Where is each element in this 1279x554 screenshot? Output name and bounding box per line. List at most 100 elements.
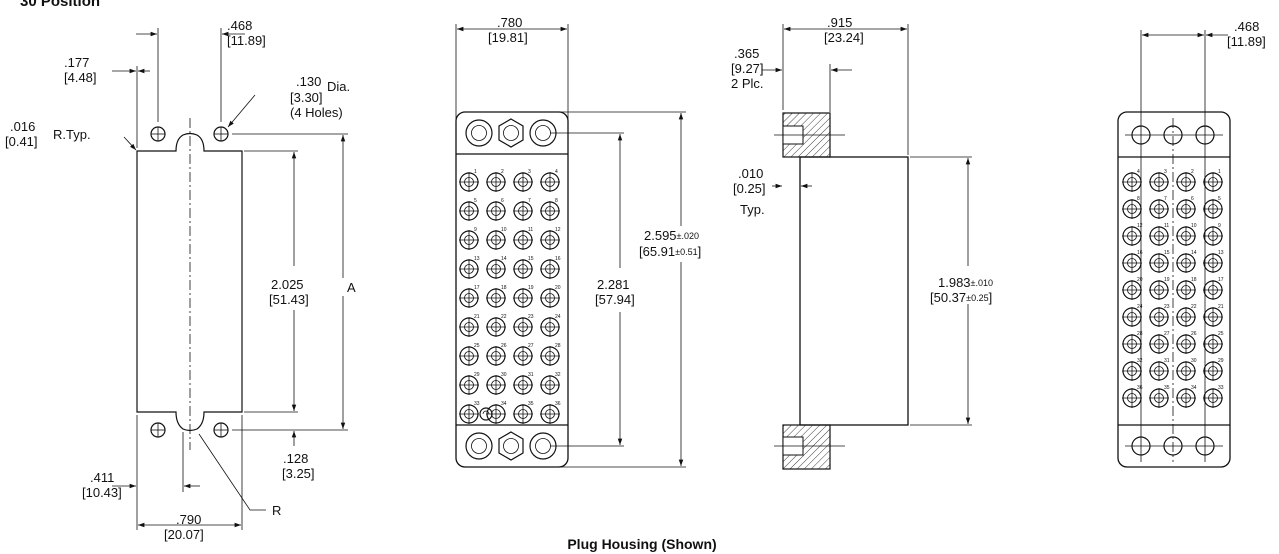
pin-number-label: 10 <box>1191 223 1197 229</box>
dim-177-mm: [4.48] <box>64 70 97 85</box>
dim-2025: 2.025 <box>271 277 304 292</box>
pin-number-label: 34 <box>501 401 507 407</box>
dim-365-mm: [9.27] <box>731 61 764 76</box>
rear-hole <box>1131 436 1151 456</box>
contact-pin: 5 <box>459 198 479 221</box>
pin-number-label: 16 <box>1137 250 1143 256</box>
pin-number-label: 9 <box>1218 223 1221 229</box>
contact-pin: 30 <box>486 372 507 395</box>
contact-pin: 24 <box>1122 304 1143 327</box>
dim-typ: Typ. <box>740 202 765 217</box>
side-body <box>799 156 909 426</box>
contact-pin: 28 <box>1122 331 1143 354</box>
pin-number-label: 25 <box>1218 331 1224 337</box>
contact-pin: 3 <box>513 169 533 192</box>
rear-dim-468: .468 <box>1234 19 1259 34</box>
dim-a: A <box>347 280 356 295</box>
pin-number-label: 31 <box>528 372 534 378</box>
contact-pin: 8 <box>540 198 560 221</box>
contact-pin: 7 <box>1149 196 1169 219</box>
housing-body <box>455 111 569 468</box>
pin-number-label: 4 <box>1137 169 1140 175</box>
pin-number-label: 24 <box>1137 304 1143 310</box>
svg-text:2.595±.020: 2.595±.020 <box>644 228 699 243</box>
contact-pin: 12 <box>540 227 561 250</box>
pin-number-label: 21 <box>474 314 480 320</box>
contact-pin: 36 <box>1122 385 1143 408</box>
pin-number-label: 28 <box>555 343 561 349</box>
contact-pin: 8 <box>1122 196 1142 219</box>
dim-rtyp: R.Typ. <box>53 127 91 142</box>
guide-hole <box>465 432 493 460</box>
contact-pin: 13 <box>1203 250 1224 273</box>
pin-number-label: 3 <box>528 169 531 175</box>
pin-number-label: 1 <box>1218 169 1221 175</box>
dim-010-mm: [0.25] <box>733 181 766 196</box>
dim-130-mm: [3.30] <box>290 90 323 105</box>
contact-pin: 11 <box>513 227 533 250</box>
pin-number-label: 30 <box>1191 358 1197 364</box>
dim-411: .411 <box>90 470 114 485</box>
contact-pin: 25 <box>1203 331 1224 354</box>
dim-780: .780 <box>497 15 522 30</box>
contact-pin: 26 <box>1176 331 1197 354</box>
cutout-outline <box>136 132 243 432</box>
contact-pin: 9 <box>1203 223 1223 246</box>
pin-number-label: 14 <box>501 256 507 262</box>
pin-number-label: 6 <box>1191 196 1194 202</box>
pin-number-label: 7 <box>528 198 531 204</box>
contact-pin: 28 <box>540 343 561 366</box>
contact-pin: 9 <box>459 227 479 250</box>
pin-number-label: 14 <box>1191 250 1197 256</box>
pin-number-label: 6 <box>501 198 504 204</box>
dim-016: .016 <box>10 119 35 134</box>
pin-number-label: 1 <box>474 169 477 175</box>
pin-number-label: 2 <box>1191 169 1194 175</box>
dim-010: .010 <box>738 166 763 181</box>
contact-pin: 12 <box>1122 223 1143 246</box>
pin-number-label: 20 <box>555 285 561 291</box>
dim-holes: (4 Holes) <box>290 105 343 120</box>
hex-nut <box>498 431 524 461</box>
pin-number-label: 5 <box>474 198 477 204</box>
pin-number-label: 35 <box>528 401 534 407</box>
pin-number-label: 18 <box>501 285 507 291</box>
dim-dia: Dia. <box>327 79 350 94</box>
dim-790-mm: [20.07] <box>164 527 204 542</box>
contact-pin: 22 <box>486 314 507 337</box>
contact-pin: 14 <box>486 256 507 279</box>
dim-2281-mm: [57.94] <box>595 292 635 307</box>
contact-pin: 31 <box>513 372 534 395</box>
dim-1983: 1.983 <box>938 275 971 290</box>
dim-2281: 2.281 <box>597 277 630 292</box>
panel-cutout-view: .468 [11.89] .177 [4.48] .130 Dia. [3.30… <box>5 18 356 542</box>
dim-365: .365 <box>734 46 759 61</box>
dim-2595: 2.595 <box>644 228 677 243</box>
contact-pin: 21 <box>459 314 480 337</box>
hex-nut <box>498 118 524 148</box>
pin-number-label: 4 <box>555 169 558 175</box>
contact-pin: 30 <box>1176 358 1197 381</box>
caption: Plug Housing (Shown) <box>567 536 716 552</box>
rear-hole <box>1163 125 1183 145</box>
dim-1983-tol: ±.010 <box>971 278 993 288</box>
contact-pin: 35 <box>1149 385 1170 408</box>
contact-pin: 15 <box>513 256 534 279</box>
dim-468: .468 <box>227 18 252 33</box>
pin-number-label: 15 <box>528 256 534 262</box>
pin-number-label: 25 <box>474 343 480 349</box>
contact-pin: 19 <box>513 285 534 308</box>
contact-pin: 21 <box>1203 304 1224 327</box>
pin-number-label: 24 <box>555 314 561 320</box>
pin-number-label: 12 <box>1137 223 1143 229</box>
dim-1983-mm: [50.37 <box>930 290 966 305</box>
pin-number-label: 15 <box>1164 250 1170 256</box>
dim-128: .128 <box>283 451 308 466</box>
rear-hole <box>1131 125 1151 145</box>
pin-number-label: 8 <box>555 198 558 204</box>
pin-number-label: 33 <box>1218 385 1224 391</box>
